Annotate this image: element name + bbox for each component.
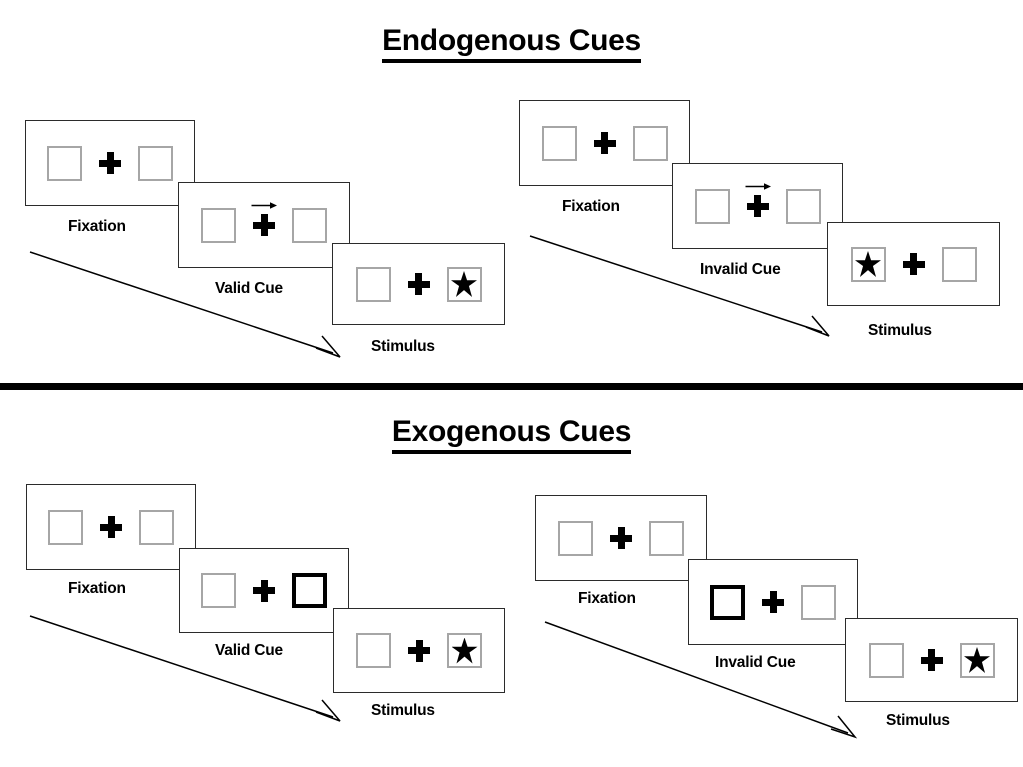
- star-stimulus-icon: [964, 647, 990, 673]
- panel-content: [850, 244, 977, 284]
- fixation-cross-wrap: [252, 571, 276, 611]
- right-target-box-cued: [292, 573, 327, 608]
- fixation-cross-wrap: [920, 640, 944, 680]
- panel-endogenous-invalid-fixation: [519, 100, 690, 186]
- left-target-box: [541, 125, 577, 161]
- left-target-box-cued: [710, 584, 745, 620]
- caption-endogenous-invalid-fixation: Fixation: [562, 198, 620, 215]
- panel-content: [355, 264, 482, 304]
- left-target-box: [48, 509, 83, 545]
- panel-content: [201, 571, 327, 611]
- endogenous-section-title: Endogenous Cues: [0, 24, 1023, 63]
- right-target-box: [959, 642, 995, 678]
- fixation-cross-wrap: [407, 631, 431, 671]
- panel-exogenous-invalid-cue: [688, 559, 858, 645]
- right-target-box: [801, 584, 836, 620]
- right-target-box: [447, 633, 482, 668]
- fixation-cross-wrap: [761, 582, 785, 622]
- left-target-box: [694, 188, 730, 224]
- star-stimulus-icon: [451, 637, 478, 664]
- panel-exogenous-valid-stimulus: [333, 608, 505, 693]
- left-target-box: [47, 145, 82, 181]
- panel-content: [201, 202, 327, 245]
- arrow-right-cue-icon: [251, 201, 277, 210]
- right-target-box: [446, 266, 482, 302]
- fixation-cross-wrap: [593, 123, 617, 163]
- caption-exogenous-invalid-cue: Invalid Cue: [715, 654, 796, 671]
- panel-exogenous-invalid-stimulus: [845, 618, 1018, 702]
- fixation-plus-icon: [407, 273, 430, 295]
- fixation-cross-wrap: [407, 264, 431, 304]
- fixation-cross-wrap: [902, 244, 926, 284]
- fixation-cross-wrap: [609, 518, 633, 558]
- fixation-cross-wrap: [99, 507, 123, 547]
- panel-endogenous-valid-stimulus: [332, 243, 505, 325]
- panel-content: [541, 123, 668, 163]
- caption-endogenous-valid-fixation: Fixation: [68, 218, 126, 235]
- caption-endogenous-valid-cue: Valid Cue: [215, 280, 283, 297]
- fixation-cross-wrap: [745, 183, 771, 226]
- panel-endogenous-invalid-cue: [672, 163, 843, 249]
- panel-content: [694, 183, 821, 226]
- panel-endogenous-invalid-stimulus: [827, 222, 1000, 306]
- right-target-box: [138, 145, 173, 181]
- right-target-box: [632, 125, 668, 161]
- fixation-plus-icon: [746, 195, 769, 217]
- caption-exogenous-invalid-stimulus: Stimulus: [886, 712, 950, 729]
- fixation-plus-icon: [253, 214, 275, 236]
- panel-content: [868, 640, 995, 680]
- fixation-plus-icon: [408, 639, 430, 662]
- fixation-plus-icon: [902, 253, 925, 275]
- caption-exogenous-valid-fixation: Fixation: [68, 580, 126, 597]
- fixation-plus-icon: [920, 649, 943, 671]
- section-exogenous: Exogenous Cues Fixation Valid Cue: [0, 390, 1023, 767]
- fixation-plus-icon: [762, 591, 784, 613]
- left-target-box: [201, 207, 236, 243]
- left-target-box: [868, 642, 904, 678]
- arrow-right-cue-icon: [745, 182, 771, 191]
- fixation-plus-icon: [100, 516, 122, 538]
- left-target-box: [356, 633, 391, 668]
- caption-endogenous-invalid-cue: Invalid Cue: [700, 261, 781, 278]
- left-target-box: [201, 573, 236, 608]
- left-target-box: [850, 246, 886, 282]
- fixation-cross-wrap: [251, 202, 277, 245]
- panel-content: [710, 582, 836, 622]
- exogenous-title-text: Exogenous Cues: [391, 415, 631, 454]
- fixation-cross-wrap: [98, 143, 122, 183]
- panel-content: [558, 518, 684, 558]
- fixation-plus-icon: [99, 152, 121, 174]
- panel-content: [47, 143, 173, 183]
- section-endogenous: Endogenous Cues Fixation: [0, 0, 1023, 383]
- exogenous-section-title: Exogenous Cues: [0, 415, 1023, 454]
- star-stimulus-icon: [451, 271, 477, 297]
- caption-exogenous-valid-stimulus: Stimulus: [371, 702, 435, 719]
- caption-exogenous-valid-cue: Valid Cue: [215, 642, 283, 659]
- right-target-box: [941, 246, 977, 282]
- left-target-box: [355, 266, 391, 302]
- right-target-box: [139, 509, 174, 545]
- caption-exogenous-invalid-fixation: Fixation: [578, 590, 636, 607]
- fixation-plus-icon: [610, 527, 632, 549]
- fixation-plus-icon: [593, 132, 616, 154]
- left-target-box: [558, 520, 593, 556]
- endogenous-title-text: Endogenous Cues: [382, 24, 641, 63]
- caption-endogenous-invalid-stimulus: Stimulus: [868, 322, 932, 339]
- panel-endogenous-valid-fixation: [25, 120, 195, 206]
- panel-exogenous-valid-cue: [179, 548, 349, 633]
- panel-exogenous-valid-fixation: [26, 484, 196, 570]
- right-target-box: [649, 520, 684, 556]
- star-stimulus-icon: [855, 251, 881, 277]
- section-divider: [0, 383, 1023, 390]
- panel-content: [356, 631, 482, 671]
- fixation-plus-icon: [253, 579, 275, 602]
- right-target-box: [785, 188, 821, 224]
- panel-exogenous-invalid-fixation: [535, 495, 707, 581]
- caption-endogenous-valid-stimulus: Stimulus: [371, 338, 435, 355]
- panel-content: [48, 507, 174, 547]
- right-target-box: [292, 207, 327, 243]
- panel-endogenous-valid-cue: [178, 182, 350, 268]
